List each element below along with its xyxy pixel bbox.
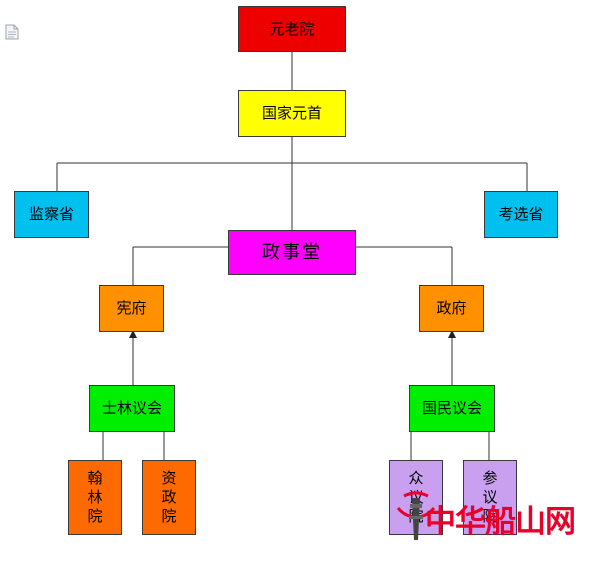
node-label: 士林议会: [101, 399, 162, 418]
node-char: 议: [482, 488, 498, 507]
node-label: 宪府: [116, 299, 147, 318]
node-char: 院: [87, 506, 103, 525]
node-char: 参: [482, 469, 498, 488]
node-label: 元老院: [269, 19, 315, 38]
node-yuanlaoyuan: 元老院: [238, 6, 346, 52]
node-hanlinyuan: 翰 林 院: [68, 460, 122, 535]
node-char: 资: [161, 469, 177, 488]
node-label: 考选省: [498, 205, 544, 224]
node-label: 政事堂: [262, 241, 322, 263]
node-char: 政: [161, 488, 177, 507]
node-jianchasheng: 监察省: [14, 191, 89, 238]
node-label: 监察省: [28, 205, 74, 224]
node-guominyihui: 国民议会: [409, 385, 495, 432]
node-zhengshitang: 政事堂: [228, 230, 356, 275]
watermark-text: 中华船山网: [425, 504, 576, 540]
node-guojiayuanshou: 国家元首: [238, 90, 346, 137]
node-zhengfu: 政府: [419, 285, 484, 332]
node-char: 众: [408, 469, 424, 488]
node-kaoxuansheng: 考选省: [484, 191, 558, 238]
document-icon: [5, 24, 19, 40]
node-char: 院: [161, 506, 177, 525]
node-xianfu: 宪府: [99, 285, 164, 332]
tower-logo-icon: [396, 491, 436, 540]
node-label: 政府: [436, 299, 467, 318]
node-shilinyihui: 士林议会: [89, 385, 175, 432]
node-char: 翰: [87, 469, 103, 488]
node-char: 院: [482, 506, 498, 525]
node-label: 国家元首: [261, 104, 322, 123]
node-canyiyuan: 参 议 院: [463, 460, 517, 535]
node-label: 国民议会: [421, 399, 482, 418]
node-char: 林: [87, 488, 103, 507]
node-zizhengyuan: 资 政 院: [142, 460, 196, 535]
